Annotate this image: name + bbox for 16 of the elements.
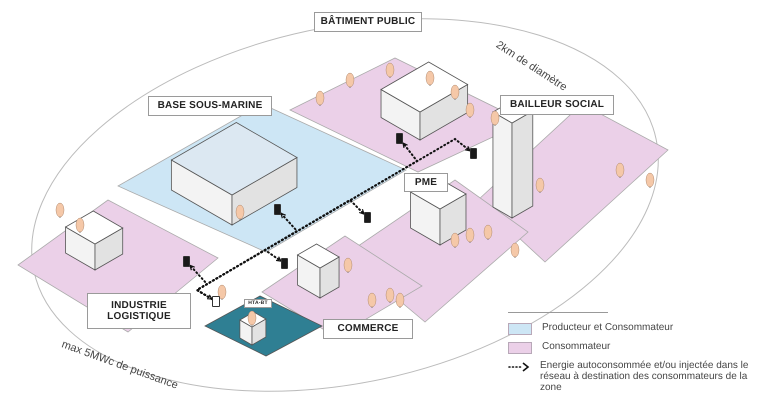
meter-box [470, 148, 477, 159]
meter-box [396, 133, 403, 144]
legend-text: Producteur et Consommateur [542, 322, 674, 333]
legend-text: Energie autoconsommée et/ou injectée dans le réseau à destination des consommateurs de la zone [540, 360, 750, 393]
dotted-arrow [195, 138, 471, 300]
meter-box [364, 212, 371, 223]
meter-box [281, 258, 288, 269]
legend-text: Consommateur [542, 341, 610, 352]
meter-box [274, 204, 281, 215]
meter-box [183, 256, 190, 267]
site-label: COMMERCE [323, 319, 413, 339]
site-label: BÂTIMENT PUBLIC [314, 12, 422, 32]
meter-box [212, 296, 220, 307]
site-label: INDUSTRIE LOGISTIQUE [87, 293, 191, 329]
site-label: BASE SOUS-MARINE [148, 96, 272, 116]
site-label: PME [404, 173, 448, 192]
